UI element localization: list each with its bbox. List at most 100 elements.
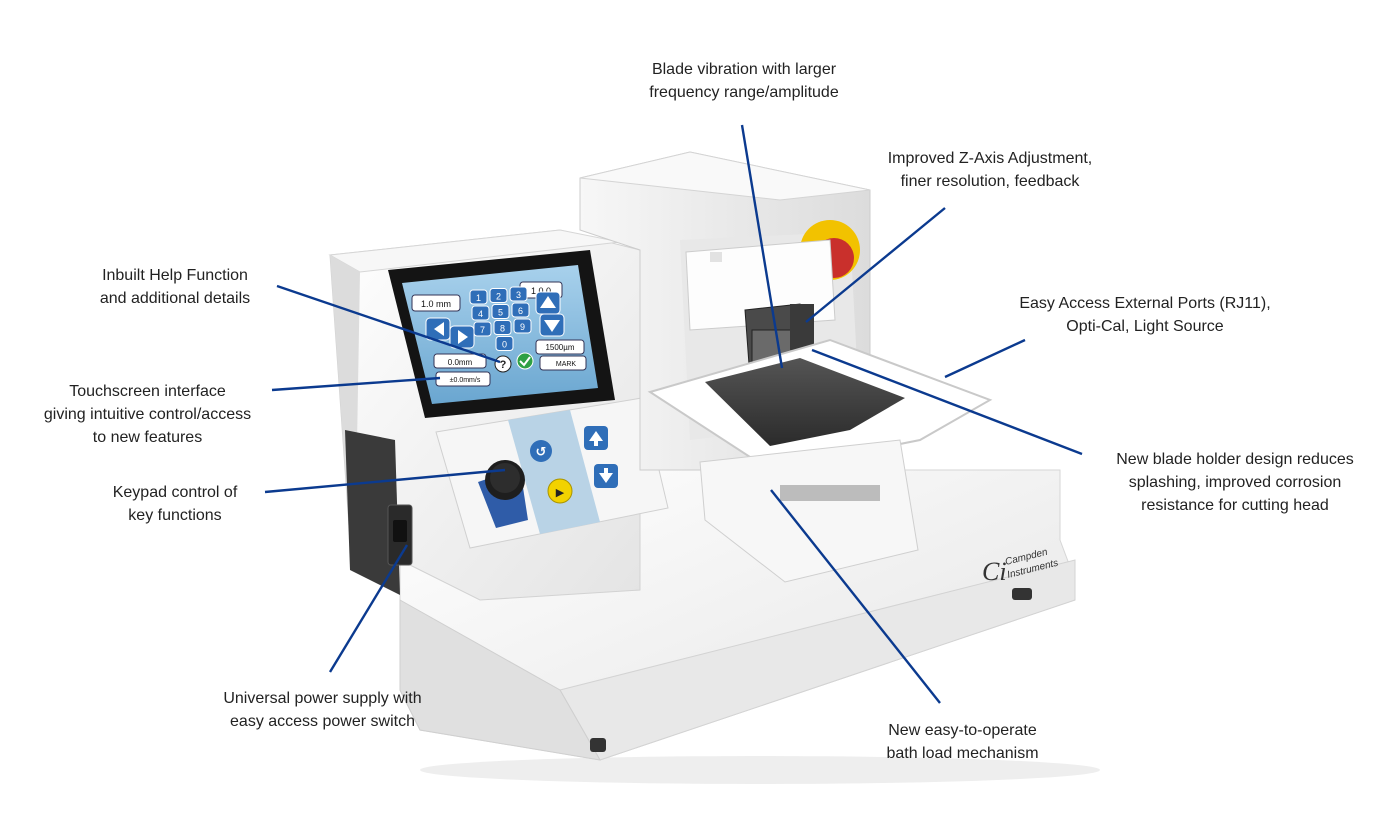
screen-number-keys: 1 2 3 4 5 6 7 8 9 0	[469, 286, 532, 351]
screen-key-label: 0	[502, 340, 507, 350]
screen-mark-text: MARK	[556, 361, 577, 368]
screen-key-label: 6	[518, 306, 523, 316]
screen-key-label: 8	[500, 324, 505, 334]
leader-blade-vibration	[740, 124, 784, 369]
screen-range-field[interactable]	[535, 339, 585, 355]
leader-external-ports	[944, 338, 1026, 379]
base-shadow	[420, 756, 1100, 784]
foot-front	[590, 738, 606, 752]
leader-power-supply	[328, 544, 409, 673]
callout-keypad-line-1: Keypad control of	[112, 484, 238, 501]
screen-field-left[interactable]	[411, 294, 461, 312]
callout-external-ports-line-1: Easy Access External Ports (RJ11),	[1019, 295, 1271, 312]
keypad-center-strip	[508, 410, 600, 534]
callout-blade-holder-line-2: splashing, improved corrosion	[1128, 474, 1342, 491]
question-icon: ?	[500, 359, 507, 371]
screen-mark-button[interactable]	[539, 355, 587, 371]
foot-right	[1012, 588, 1032, 600]
base-side	[399, 599, 601, 761]
cutting-tower-top	[579, 151, 871, 201]
screen-range-text: 1500µm	[545, 343, 574, 352]
screen-key-1[interactable]	[469, 289, 488, 305]
screen-speed-field[interactable]	[433, 353, 487, 369]
leader-touchscreen	[271, 376, 441, 392]
callout-external-ports: Easy Access External Ports (RJ11), Opti-…	[990, 292, 1300, 338]
callout-power-supply-line-1: Universal power supply with	[223, 690, 422, 707]
bath-load-mechanism	[699, 439, 919, 583]
screen-key-label: 5	[498, 308, 503, 318]
power-socket	[393, 520, 407, 542]
screen-key-label: 4	[478, 309, 483, 319]
callout-touchscreen-line-1: Touchscreen interface	[69, 383, 226, 400]
external-ports-block	[790, 304, 814, 350]
callout-power-supply: Universal power supply with easy access …	[185, 687, 460, 733]
callout-help-function-line-2: and additional details	[99, 290, 251, 307]
callout-bath-load-line-1: New easy-to-operate	[888, 722, 1037, 739]
screen-key-3[interactable]	[509, 286, 528, 302]
leader-z-axis	[805, 207, 946, 323]
play-pause-button[interactable]	[547, 478, 573, 504]
callout-z-axis-line-1: Improved Z-Axis Adjustment,	[887, 150, 1093, 167]
callout-help-function-line-1: Inbuilt Help Function	[102, 267, 248, 284]
arrow-left-icon	[434, 322, 444, 336]
reset-icon: ↺	[536, 445, 547, 460]
callout-blade-holder-line-3: resistance for cutting head	[1141, 497, 1329, 514]
reset-button[interactable]	[530, 440, 552, 462]
callout-z-axis-line-2: finer resolution, feedback	[900, 173, 1080, 190]
screen-key-8[interactable]	[493, 320, 512, 335]
arrow-down-icon	[544, 320, 560, 332]
callout-keypad: Keypad control of key functions	[80, 481, 270, 527]
logo-mark: Ci	[982, 557, 1007, 586]
arrow-down-icon	[599, 468, 613, 483]
screen-key-4[interactable]	[471, 305, 490, 321]
callout-touchscreen-line-3: to new features	[92, 429, 203, 446]
callout-touchscreen-line-2: giving intuitive control/access	[43, 406, 252, 423]
screen-key-6[interactable]	[511, 302, 530, 318]
callout-help-function: Inbuilt Help Function and additional det…	[70, 264, 280, 310]
arrow-up-icon	[589, 431, 603, 446]
leader-bath-load	[770, 489, 941, 704]
bath-inner	[705, 358, 905, 446]
callout-blade-vibration: Blade vibration with larger frequency ra…	[614, 58, 874, 104]
screen-key-9[interactable]	[513, 318, 532, 334]
leader-help-function	[276, 284, 501, 364]
check-icon	[519, 356, 531, 367]
port-panel	[345, 430, 400, 595]
bath-load-plate	[780, 485, 880, 501]
callout-external-ports-line-2: Opti-Cal, Light Source	[1066, 318, 1224, 335]
blade-head-light	[710, 252, 722, 262]
screen-field-left-text: 1.0 mm	[421, 299, 451, 309]
arrow-up-icon	[540, 296, 556, 308]
speed-knob-cap	[490, 463, 520, 493]
screen-key-label: 3	[516, 290, 521, 300]
callout-bath-load-line-2: bath load mechanism	[886, 745, 1039, 762]
callout-touchscreen: Touchscreen interface giving intuitive c…	[30, 380, 265, 449]
screen-confirm-button[interactable]	[516, 352, 534, 370]
callout-power-supply-line-2: easy access power switch	[230, 713, 415, 730]
callout-bath-load: New easy-to-operate bath load mechanism	[855, 719, 1070, 765]
arrow-right-icon	[458, 330, 468, 344]
screen-key-0[interactable]	[495, 336, 514, 351]
screen-key-label: 1	[476, 293, 481, 303]
screen-key-label: 7	[480, 325, 485, 335]
screen-key-5[interactable]	[491, 304, 510, 319]
leader-keypad	[264, 468, 506, 494]
screen-key-label: 2	[496, 292, 501, 302]
callout-keypad-line-2: key functions	[128, 507, 222, 524]
callout-blade-holder-line-1: New blade holder design reduces	[1116, 451, 1354, 468]
leader-blade-holder	[811, 348, 1083, 456]
screen-key-label: 9	[520, 322, 525, 332]
screen-rate-text: ±0.0mm/s	[450, 377, 481, 384]
callout-z-axis: Improved Z-Axis Adjustment, finer resolu…	[855, 147, 1125, 193]
screen-speed-text: 0.0mm	[448, 358, 473, 367]
callout-blade-vibration-line-1: Blade vibration with larger	[651, 61, 837, 78]
callout-blade-vibration-line-2: frequency range/amplitude	[649, 84, 839, 101]
callout-blade-holder: New blade holder design reduces splashin…	[1090, 448, 1380, 517]
screen-key-2[interactable]	[489, 288, 508, 303]
play-pause-icon: ▶	[556, 486, 565, 499]
screen-help-button[interactable]	[494, 355, 512, 373]
leader-lines	[264, 124, 1083, 704]
